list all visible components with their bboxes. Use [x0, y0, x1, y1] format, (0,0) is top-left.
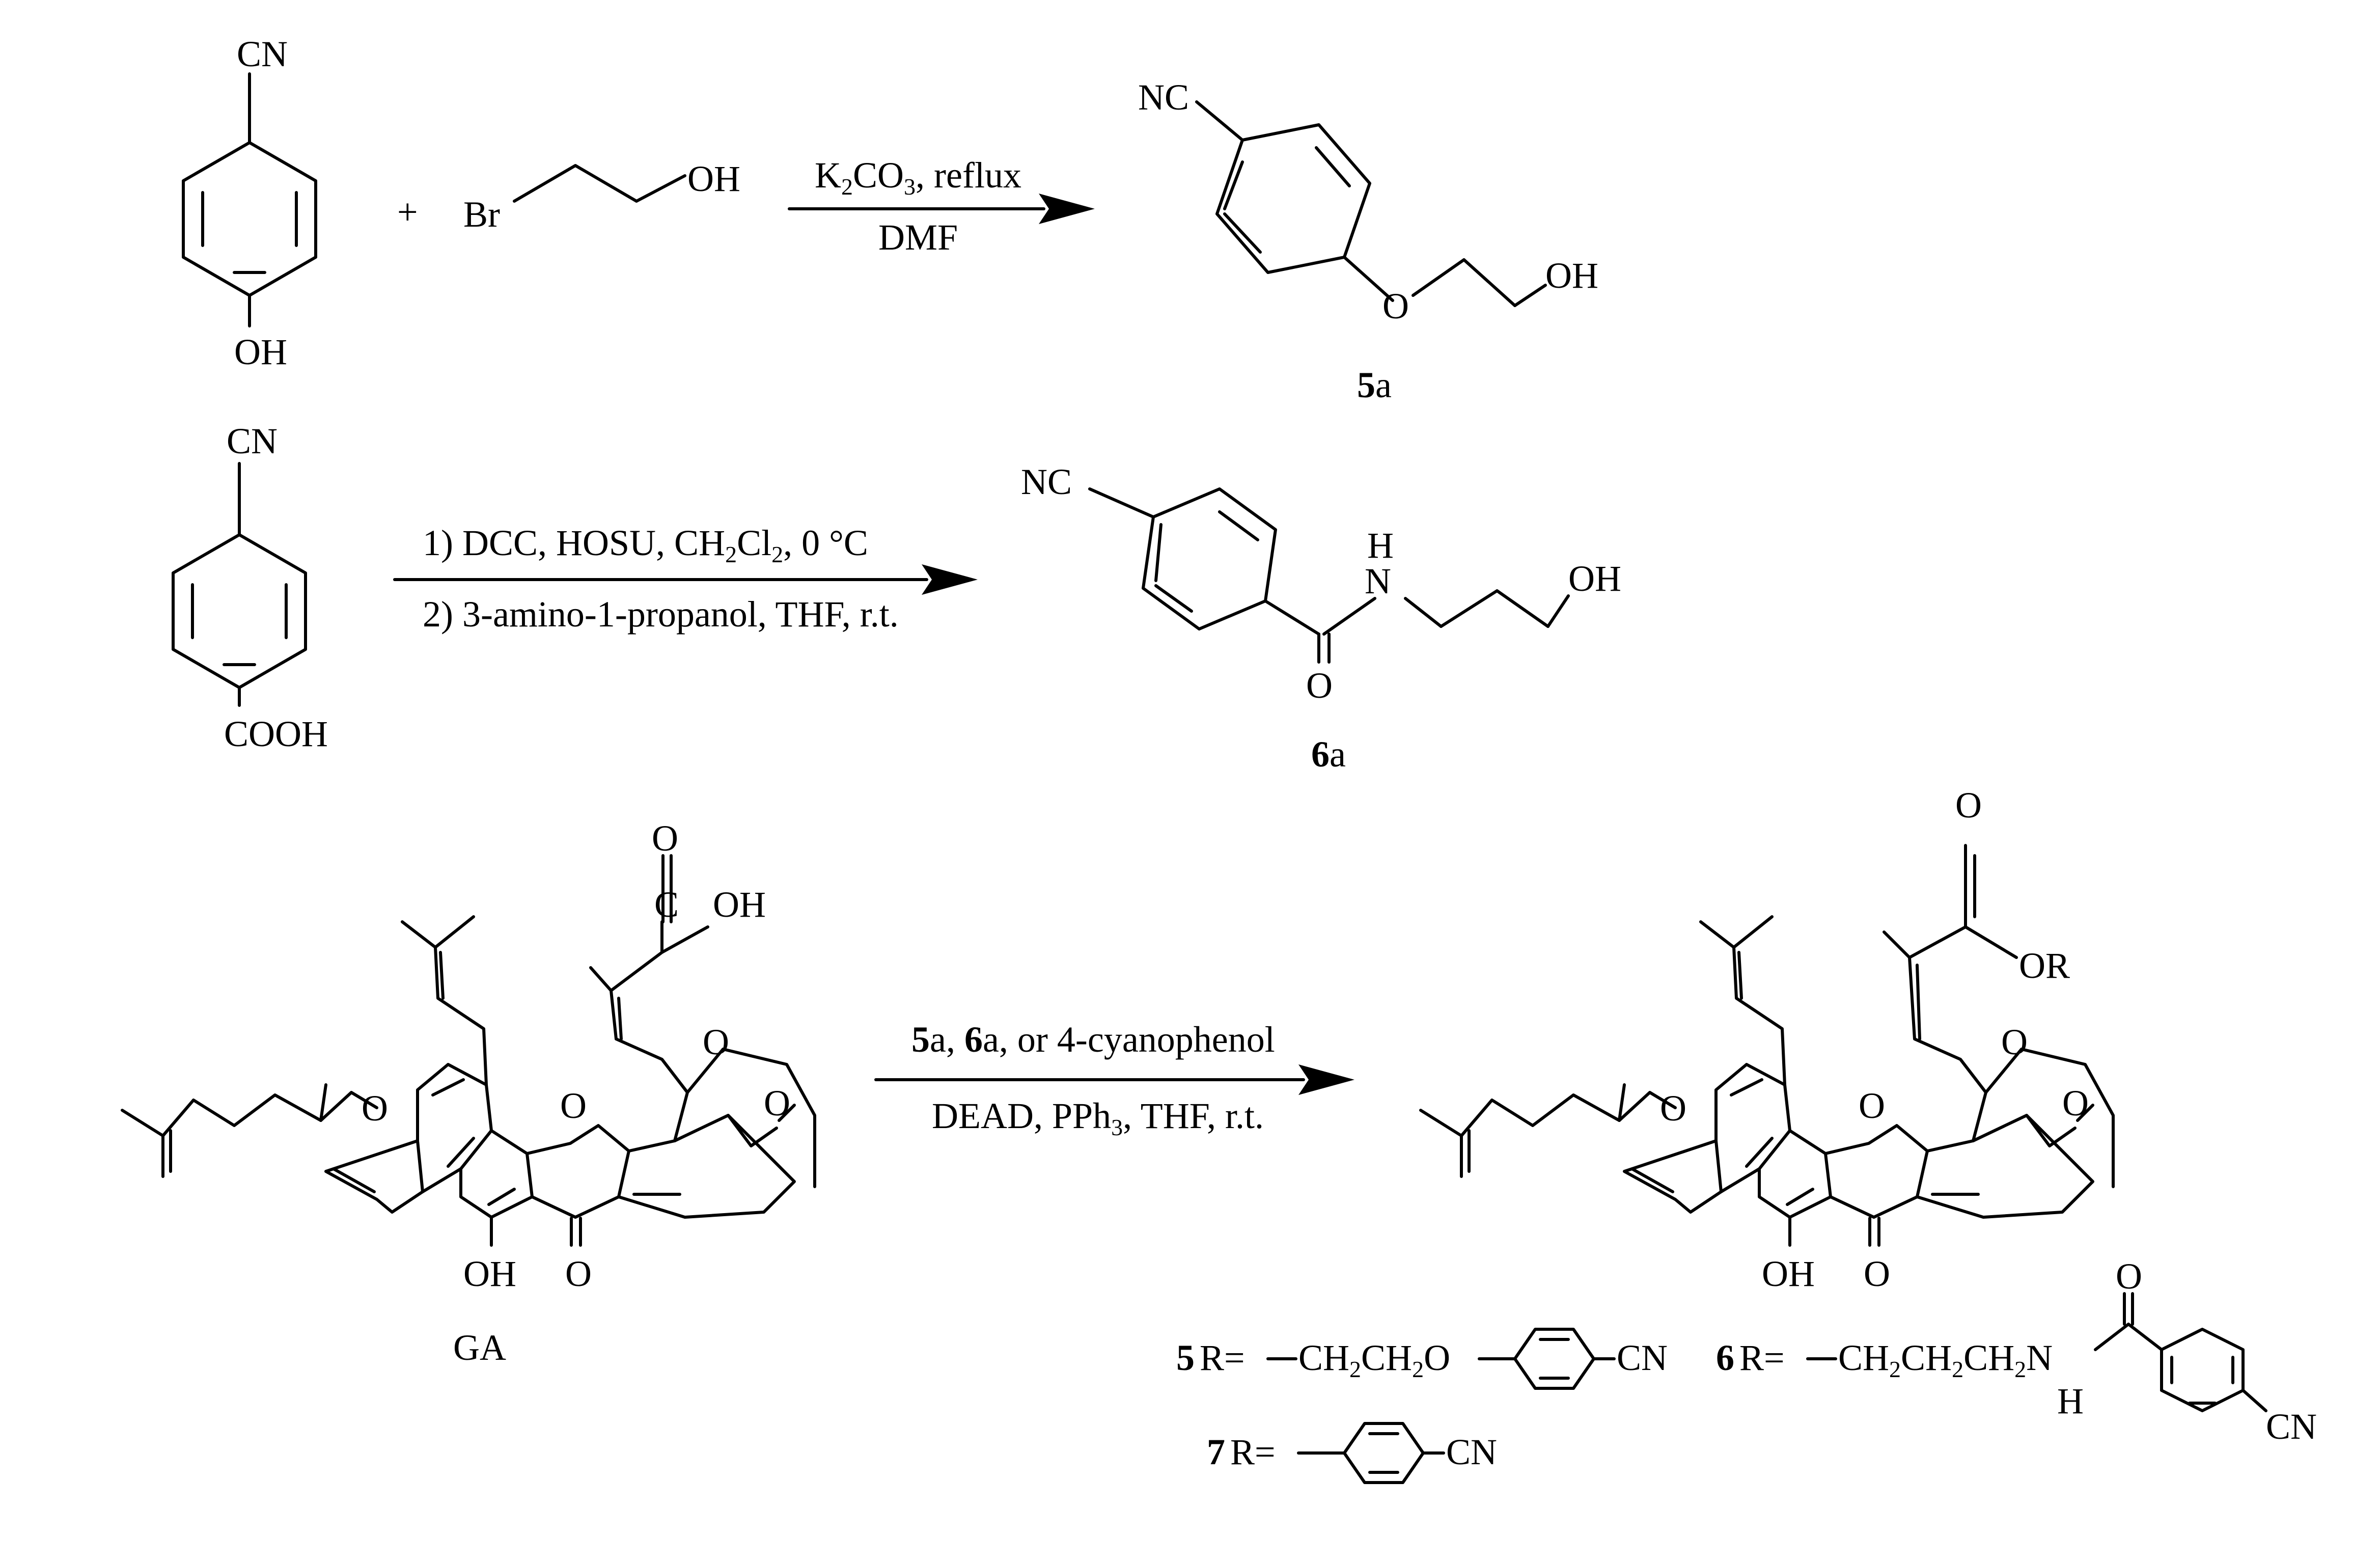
oh-label: OH [1545, 255, 1598, 296]
xanthone-o-label: O [560, 1085, 587, 1126]
pyran-o-label: O [1660, 1088, 1686, 1129]
xanthone-o-label: O [1859, 1085, 1885, 1126]
cage-o-label: O [2001, 1022, 2028, 1062]
acid-o-label: O [652, 818, 678, 859]
or-label: OR [2019, 945, 2070, 986]
compound-label-6a: 6a [1311, 734, 1346, 775]
gambogic-acid-structure: O C OH O O O O OH O [121, 818, 816, 1294]
oh-label: OH [1568, 558, 1621, 599]
conditions-below: DEAD, PPh3, THF, r.t. [932, 1095, 1264, 1140]
plus-sign: + [397, 191, 418, 232]
cn-label: CN [237, 34, 288, 74]
svg-text:7R=: 7R= [1207, 1432, 1276, 1472]
cooh-label: COOH [224, 714, 328, 754]
pyran-o-label: O [362, 1088, 388, 1129]
acid-c-label: C [654, 884, 679, 925]
conditions-above: K2CO3, reflux [815, 155, 1021, 200]
svg-text:O: O [2116, 1256, 2142, 1297]
conditions-above: 1) DCC, HOSU, CH2Cl2, 0 °C [423, 523, 868, 567]
oh-label: OH [1762, 1253, 1815, 1294]
svg-text:CH2CH2O: CH2CH2O [1298, 1337, 1450, 1382]
oh-label: OH [463, 1253, 516, 1294]
reactant-4-cyanobenzoic-acid: CN COOH [172, 421, 328, 754]
product-5a: NC O OH [1138, 77, 1598, 326]
svg-text:5R=: 5R= [1176, 1337, 1245, 1378]
ketone-o-label: O [764, 1083, 790, 1123]
product-6a: NC O H N OH [1021, 461, 1621, 706]
reaction-arrow-2: 1) DCC, HOSU, CH2Cl2, 0 °C 2) 3-amino-1-… [393, 523, 978, 635]
reaction-arrow-3: 5a, 6a, or 4-cyanophenol DEAD, PPh3, THF… [874, 1019, 1354, 1140]
carbonyl-o-label: O [1864, 1253, 1890, 1294]
ga-ester-product: O OR O O O O OH O [1419, 785, 2115, 1294]
svg-text:CH2CH2CH2N: CH2CH2CH2N [1838, 1337, 2053, 1382]
oh-label: OH [687, 158, 740, 199]
compound-label-ga: GA [453, 1327, 506, 1368]
svg-text:CN: CN [2266, 1406, 2317, 1447]
conditions-below: 2) 3-amino-1-propanol, THF, r.t. [423, 594, 899, 635]
svg-text:CN: CN [1446, 1432, 1497, 1472]
svg-text:CN: CN [1617, 1337, 1668, 1378]
o-label: O [1382, 286, 1409, 326]
compound-label-5a: 5a [1357, 365, 1392, 405]
ester-o-label: O [1955, 785, 1982, 826]
br-label: Br [463, 194, 500, 235]
n-label: N [1365, 561, 1391, 601]
cn-label: CN [227, 421, 278, 461]
h-label: H [1367, 525, 1394, 566]
conditions-below: DMF [878, 217, 958, 258]
nc-label: NC [1138, 77, 1189, 118]
o-label: O [1306, 665, 1333, 706]
conditions-above: 5a, 6a, or 4-cyanophenol [911, 1019, 1275, 1060]
oh-label: OH [234, 332, 287, 372]
cage-o-label: O [703, 1022, 729, 1062]
ketone-o-label: O [2062, 1083, 2089, 1123]
reactant-2-bromoethanol: Br OH [463, 158, 740, 235]
nc-label: NC [1021, 461, 1072, 502]
reactant-4-cyanophenol: CN OH [182, 34, 317, 372]
acid-oh-label: OH [713, 884, 766, 925]
carbonyl-o-label: O [565, 1253, 592, 1294]
reaction-arrow-1: K2CO3, reflux DMF [788, 155, 1095, 258]
svg-text:6R=: 6R= [1716, 1337, 1785, 1378]
svg-text:H: H [2057, 1381, 2084, 1421]
